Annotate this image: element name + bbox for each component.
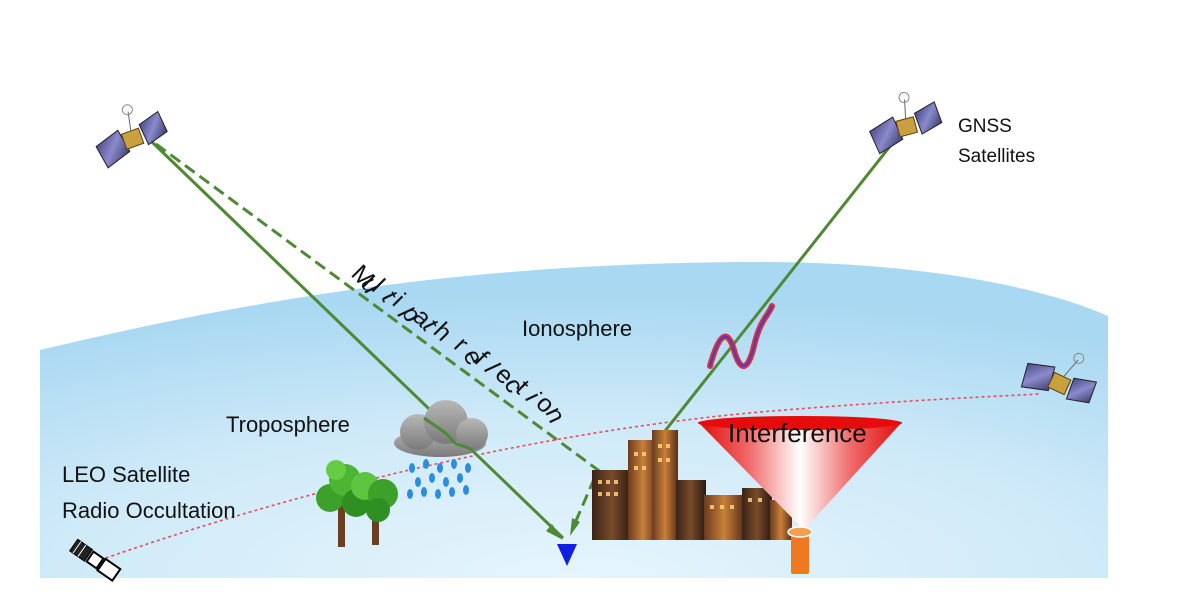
ionosphere-label: Ionosphere (522, 316, 632, 341)
multipath-arrowhead (570, 518, 580, 536)
rain-cloud-icon (394, 400, 488, 499)
direct-signal-left (150, 140, 565, 540)
receiver-antenna-icon (557, 544, 577, 566)
direct-signal-left-arrowhead (546, 524, 563, 540)
trees-icon (316, 460, 398, 547)
atmosphere-dome (40, 262, 1108, 578)
gnss-satellite-icon (1020, 352, 1098, 404)
gnss-satellites-label-line2: Satellites (958, 146, 1035, 167)
gnss-satellite-icon (95, 104, 168, 169)
occultation-path (99, 393, 1041, 561)
gnss-satellite-icon (869, 91, 943, 155)
troposphere-label: Troposphere (226, 412, 350, 437)
scintillation-wave-inner (709, 305, 773, 367)
jammer-antenna-icon (787, 526, 813, 574)
leo-satellite-icon (68, 538, 122, 583)
city-buildings-icon (592, 430, 792, 540)
gnss-satellites-label-line1: GNSS (958, 116, 1012, 137)
interference-label: Interference (728, 418, 867, 448)
leo-satellite-label-line1: LEO Satellite (62, 462, 190, 487)
interference-beam (698, 416, 902, 530)
leo-satellite-label-line2: Radio Occultation (62, 498, 236, 523)
